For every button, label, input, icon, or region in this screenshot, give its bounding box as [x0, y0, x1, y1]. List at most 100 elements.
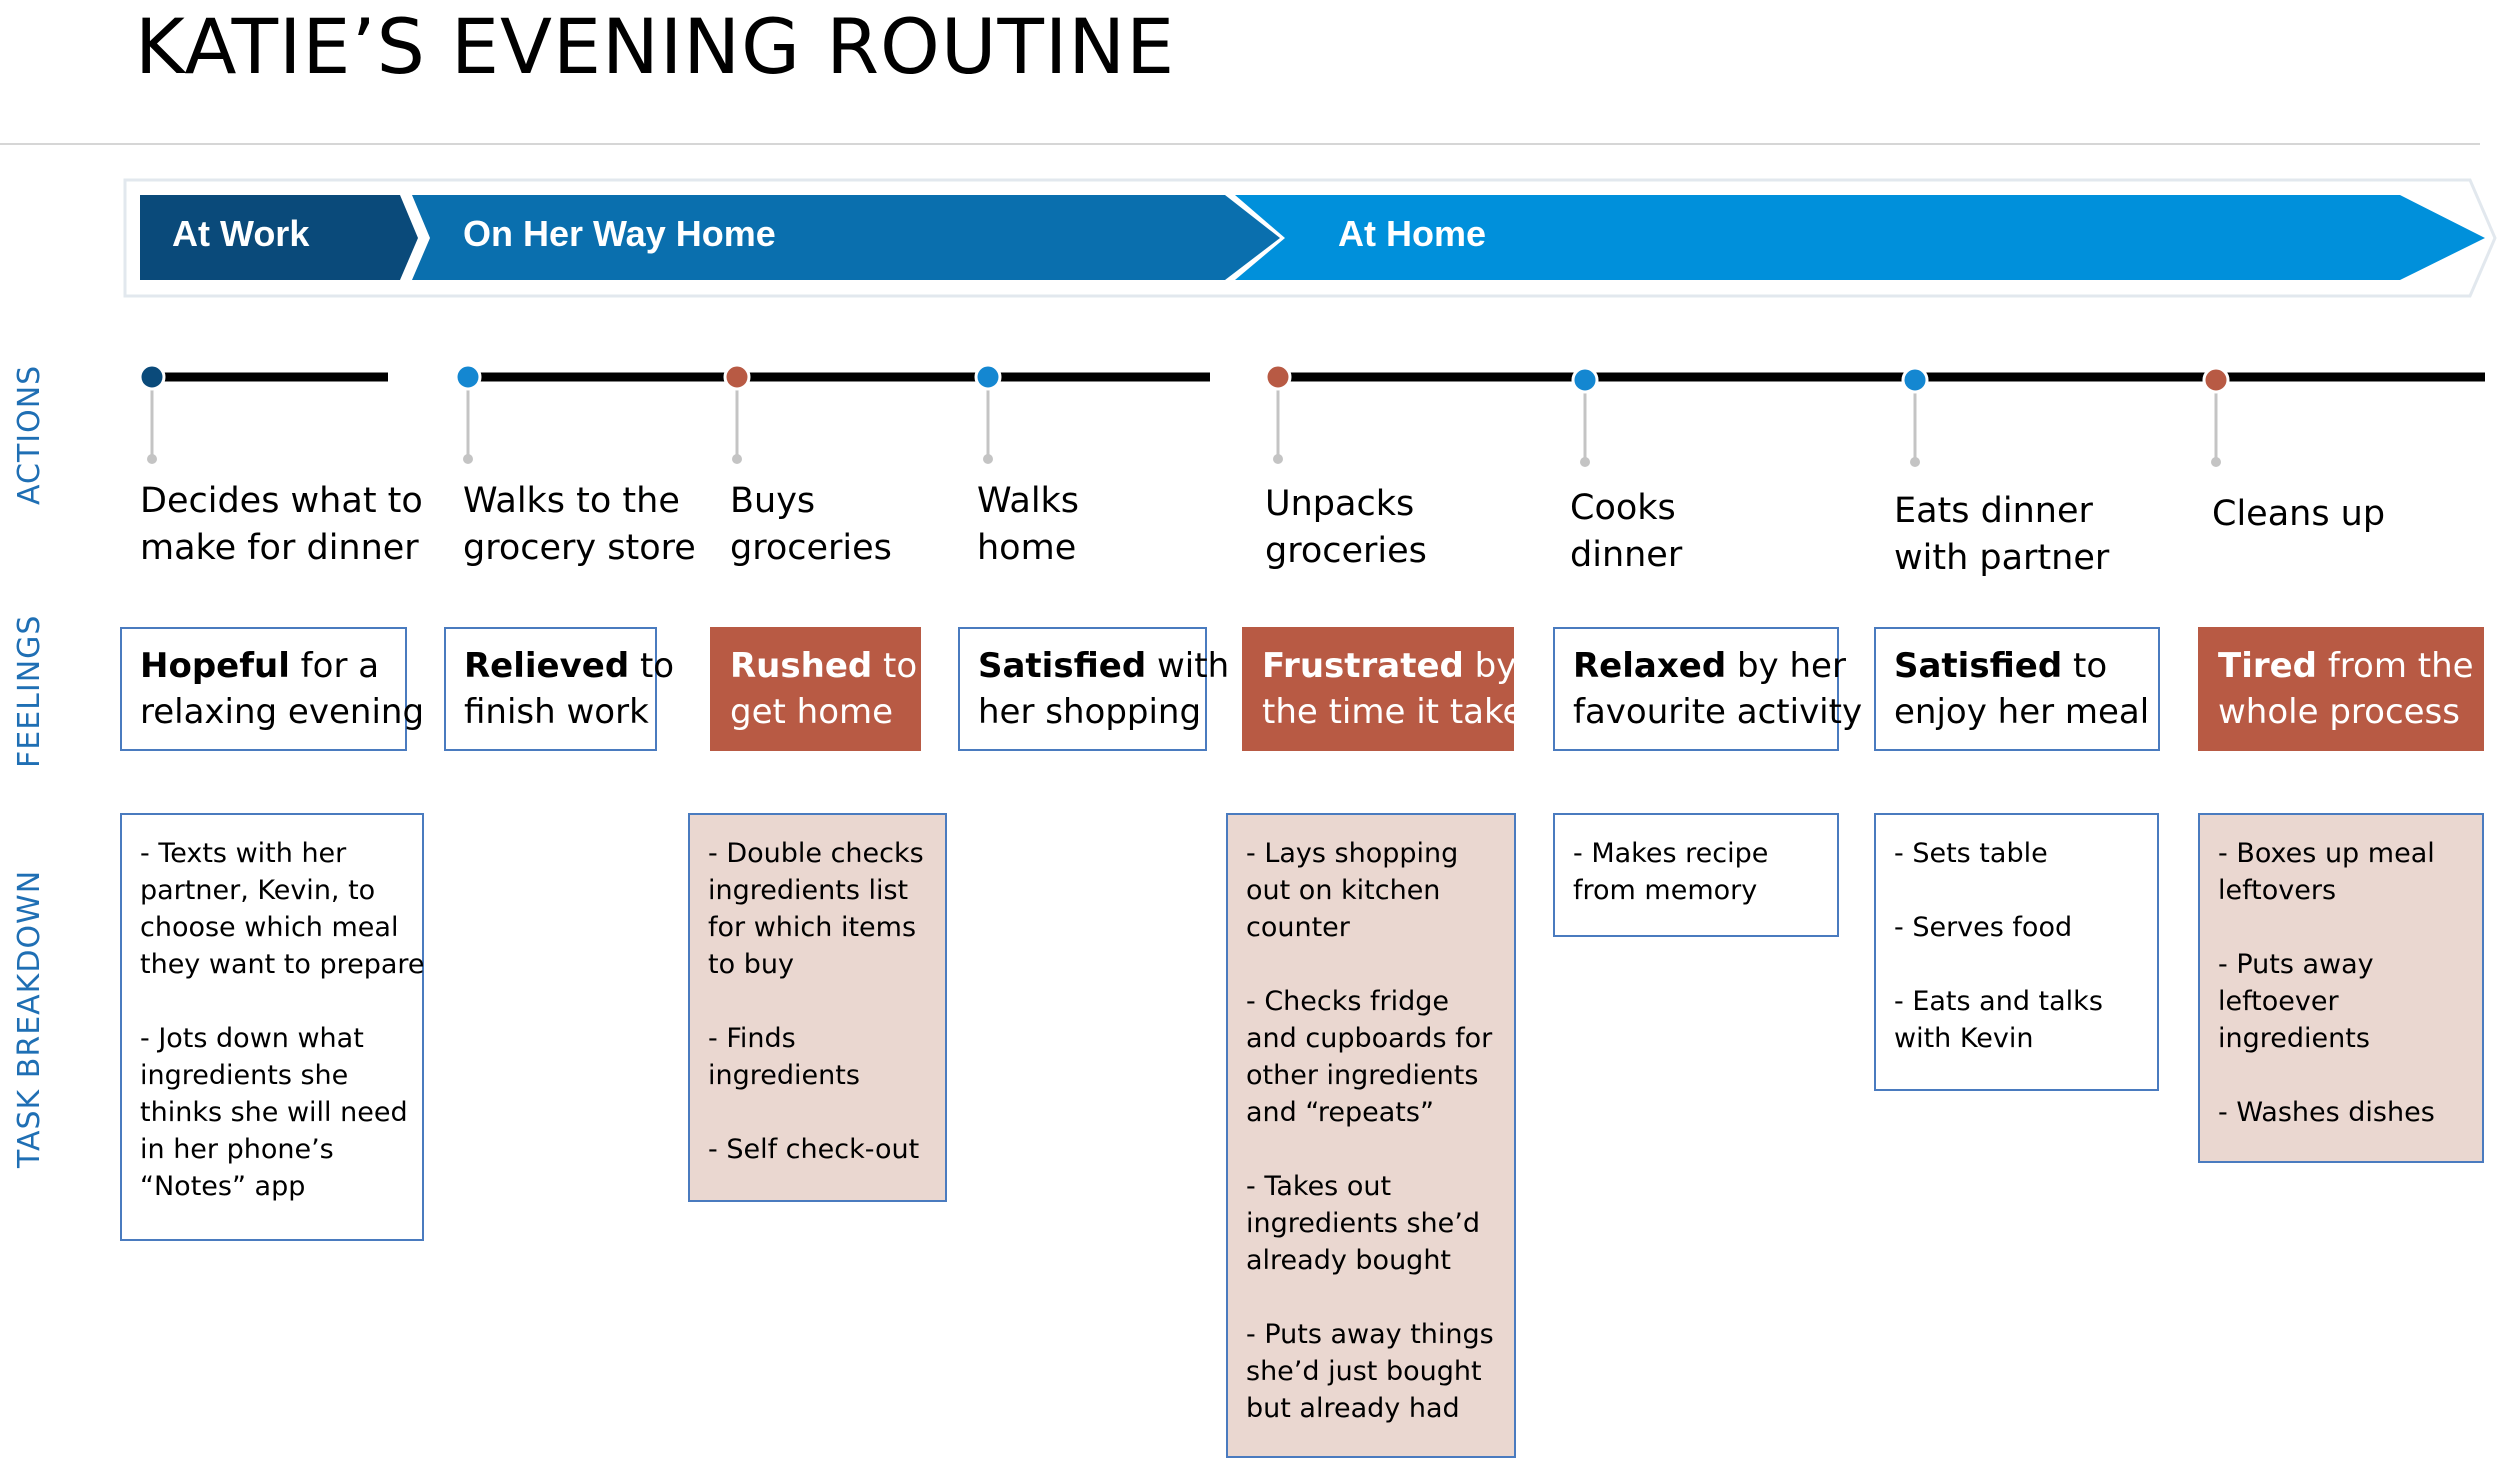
feeling-frustrated: Frustrated by the time it takes [1242, 627, 1541, 751]
timeline-stem-tip [1273, 454, 1283, 464]
timeline-dot [723, 363, 751, 391]
action-line: Decides what to [140, 481, 423, 521]
task-spacer [1894, 872, 2139, 909]
action-buys-groceries: Buys groceries [730, 478, 892, 572]
section-label-task-breakdown: TASK BREAKDOWN [12, 869, 47, 1168]
action-line: Unpacks [1265, 484, 1415, 524]
task-line: - Texts with her [140, 838, 347, 869]
action-line: Buys [730, 481, 816, 521]
task-line: they want to prepare [140, 949, 425, 980]
action-line: make for dinner [140, 528, 419, 568]
task-spacer [140, 983, 404, 1020]
timeline-dot [454, 363, 482, 391]
task-spacer [1246, 1131, 1496, 1168]
feeling-word: Tired [2218, 646, 2318, 686]
task-line: - Serves food [1894, 912, 2073, 943]
timeline-stem-tip [732, 454, 742, 464]
task-line: other ingredients [1246, 1060, 1479, 1091]
task-spacer [2218, 909, 2464, 946]
task-line: but already had [1246, 1393, 1460, 1424]
action-unpacks-groceries: Unpacks groceries [1265, 481, 1427, 575]
feeling-text: from the [2317, 646, 2474, 686]
task-line: and cupboards for [1246, 1023, 1493, 1054]
task-line: in her phone’s [140, 1134, 334, 1165]
phase-label-at-home: At Home [1338, 213, 1487, 254]
action-decides-what-to-make: Decides what to make for dinner [140, 478, 423, 572]
phase-chevron-on-her-way-home [412, 195, 1280, 280]
phase-chevron-at-work [140, 195, 418, 280]
task-line: - Takes out [1246, 1171, 1392, 1202]
task-line: - Jots down what [140, 1023, 364, 1054]
timeline-dot [2202, 366, 2230, 394]
task-line: - Lays shopping [1246, 838, 1459, 869]
action-walks-home: Walks home [977, 478, 1079, 572]
timeline-dot [1264, 363, 1292, 391]
action-line: dinner [1570, 535, 1683, 575]
feeling-text: for a [289, 646, 380, 686]
task-line: for which items [708, 912, 917, 943]
task-line: counter [1246, 912, 1350, 943]
task-spacer [708, 1094, 927, 1131]
task-line: - Puts away [2218, 949, 2374, 980]
feeling-text: to [2062, 646, 2108, 686]
action-line: Cooks [1570, 488, 1676, 528]
section-label-feelings: FEELINGS [12, 614, 47, 768]
feeling-text: finish work [464, 692, 649, 732]
feeling-word: Frustrated [1262, 646, 1464, 686]
task-line: she’d just bought [1246, 1356, 1482, 1387]
task-line: ingredients [708, 1060, 860, 1091]
task-line: ingredients list [708, 875, 909, 906]
task-spacer [1894, 946, 2139, 983]
phase-banner [123, 178, 2497, 298]
timeline-stem-tip [2211, 457, 2221, 467]
feeling-text: enjoy her meal [1894, 692, 2150, 732]
task-line: - Eats and talks [1894, 986, 2103, 1017]
task-line: leftoever [2218, 986, 2339, 1017]
action-line: grocery store [463, 528, 696, 568]
feeling-text: by [1463, 646, 1517, 686]
task-line: and “repeats” [1246, 1097, 1434, 1128]
task-spacer [2218, 1057, 2464, 1094]
task-line: ingredients [2218, 1023, 2370, 1054]
feeling-text: by her [1726, 646, 1846, 686]
task-line: - Self check-out [708, 1134, 920, 1165]
feeling-tired: Tired from the whole process [2198, 627, 2484, 751]
task-line: - Washes dishes [2218, 1097, 2435, 1128]
task-line: - Sets table [1894, 838, 2048, 869]
task-line: thinks she will need [140, 1097, 408, 1128]
task-line: - Puts away things [1246, 1319, 1494, 1350]
phase-chevron-at-home [1235, 195, 2485, 280]
feeling-text: favourite activity [1573, 692, 1863, 732]
action-line: home [977, 528, 1077, 568]
actions-timeline [138, 363, 2485, 467]
action-line: Eats dinner [1894, 491, 2093, 531]
action-line: groceries [1265, 531, 1427, 571]
phase-label-on-her-way-home: On Her Way Home [463, 213, 776, 254]
title-divider [0, 143, 2480, 145]
feeling-relieved: Relieved to finish work [444, 627, 674, 751]
task-line: ingredients she [140, 1060, 349, 1091]
phase-label-at-work: At Work [172, 213, 310, 254]
action-line: Cleans up [2212, 494, 2386, 534]
feeling-word: Satisfied [1894, 646, 2063, 686]
timeline-dot [138, 363, 166, 391]
action-line: groceries [730, 528, 892, 568]
task-line: to buy [708, 949, 794, 980]
feeling-text: with [1146, 646, 1230, 686]
feeling-word: Relaxed [1573, 646, 1727, 686]
feeling-rushed: Rushed to get home [710, 627, 921, 751]
task-box-decides-dinner: - Texts with her partner, Kevin, to choose… [120, 813, 425, 1241]
task-line: - Makes recipe [1573, 838, 1769, 869]
timeline-stem-tip [463, 454, 473, 464]
feeling-text: her shopping [978, 692, 1202, 732]
task-line: - Finds [708, 1023, 796, 1054]
action-eats-dinner-with-partner: Eats dinner with partner [1894, 488, 2109, 582]
timeline-stem-tip [1910, 457, 1920, 467]
feeling-word: Relieved [464, 646, 630, 686]
task-line: already bought [1246, 1245, 1452, 1276]
feeling-relaxed: Relaxed by her favourite activity [1553, 627, 1863, 751]
task-line: choose which meal [140, 912, 399, 943]
task-line: partner, Kevin, to [140, 875, 376, 906]
action-cooks-dinner: Cooks dinner [1570, 485, 1682, 579]
